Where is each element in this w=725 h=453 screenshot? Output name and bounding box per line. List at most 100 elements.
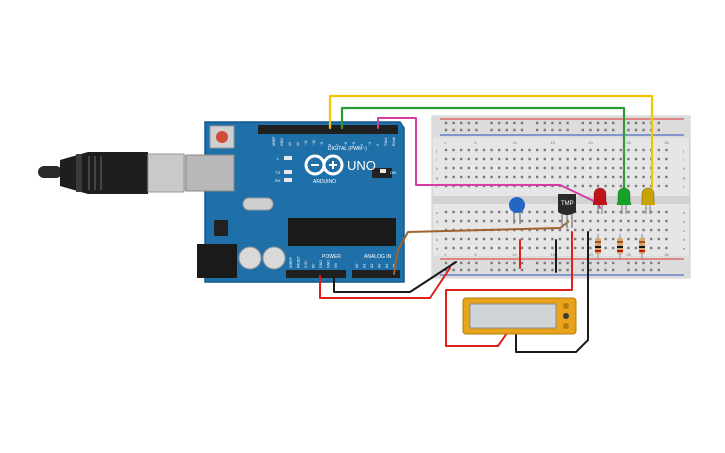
lcd-pin-2	[563, 313, 569, 319]
arduino-uno-board[interactable]: UNO ARDUINO DIGITAL (PWM~) POWER ANALOG …	[185, 121, 405, 283]
row-letter: j	[435, 148, 437, 153]
row-letter: d	[683, 219, 685, 224]
wire-magenta-1	[377, 117, 561, 186]
reset-button-cap[interactable]	[216, 131, 228, 143]
resistors	[595, 234, 645, 260]
rx-led	[284, 178, 292, 182]
power-header[interactable]	[286, 270, 346, 278]
pin-label: IOREF	[289, 256, 293, 268]
power-label: POWER	[322, 254, 341, 260]
pin-label: RX◂0	[392, 137, 396, 146]
ceramic-capacitor[interactable]	[509, 197, 525, 224]
l-led	[284, 156, 292, 160]
l-label: L	[277, 156, 280, 161]
row-letter: g	[683, 175, 685, 180]
digital-label: DIGITAL (PWM~)	[328, 146, 367, 152]
breadboard-holes	[444, 121, 668, 272]
pin-label: A3	[378, 264, 382, 268]
row-letter: f	[436, 184, 438, 189]
on-led	[380, 169, 386, 173]
pin-label: GND	[319, 260, 323, 268]
row-letter: h	[683, 166, 685, 171]
wire-green	[340, 106, 626, 190]
column-number: 10	[512, 252, 517, 257]
row-letter: h	[436, 166, 438, 171]
row-letter: f	[683, 184, 685, 189]
yellow-led[interactable]	[641, 187, 655, 214]
analog-label: ANALOG IN	[364, 254, 392, 260]
analog-header[interactable]	[352, 270, 400, 278]
green-led[interactable]	[617, 187, 631, 214]
resistor-2	[617, 234, 623, 260]
pin-label: A2	[370, 264, 374, 268]
column-number: 20	[588, 140, 593, 145]
column-number: 30	[664, 252, 669, 257]
pin-label: Vin	[334, 263, 338, 268]
pin-label: ~9	[320, 142, 324, 146]
capacitor-2	[262, 246, 286, 270]
wire-yellow	[328, 94, 654, 190]
pin-label: ~5	[352, 142, 356, 146]
pin-label: A0	[355, 264, 359, 268]
pin-label: 12	[296, 142, 300, 146]
red-led[interactable]	[593, 187, 607, 214]
resistor-1	[595, 234, 601, 260]
pin-label: 7	[336, 144, 340, 146]
column-number: 15	[550, 140, 555, 145]
pin-label: GND	[327, 260, 331, 268]
pin-label: 4	[360, 144, 364, 146]
column-number: 25	[626, 252, 631, 257]
pin-label: ~6	[344, 142, 348, 146]
wire-black-gnd	[333, 261, 457, 293]
arduino-logo	[304, 154, 344, 176]
rx-label: RX	[275, 178, 281, 183]
row-letter: a	[683, 246, 686, 251]
row-letter: a	[436, 246, 439, 251]
pin-label: GND	[280, 138, 284, 146]
pin-label: ~11	[304, 140, 308, 146]
pin-label: 5V	[312, 263, 316, 268]
on-label: ON	[390, 170, 396, 175]
sensor-label: TMP	[561, 201, 574, 207]
pin-label: 8	[328, 144, 332, 146]
temperature-sensor[interactable]: TMP	[558, 194, 576, 228]
row-letter: b	[436, 237, 439, 242]
digital-header[interactable]	[258, 125, 398, 134]
pin-label: 3.3V	[304, 260, 308, 268]
row-letter: g	[436, 175, 438, 180]
wire-red-lcd	[445, 231, 573, 347]
column-number: 1	[444, 252, 447, 257]
pin-label: ~3	[368, 142, 372, 146]
lcd-pin-3	[563, 323, 569, 329]
pin-label: 2	[376, 144, 380, 146]
atmega-chip	[288, 218, 396, 246]
pin-label: RESET	[297, 255, 301, 268]
leds[interactable]	[593, 187, 655, 214]
tx-led	[284, 170, 292, 174]
pin-label: A4	[385, 264, 389, 268]
model-label: UNO	[347, 158, 376, 173]
pin-label: A1	[363, 264, 367, 268]
pin-label: 13	[288, 142, 292, 146]
column-number: 30	[664, 140, 669, 145]
regulator	[214, 220, 228, 236]
column-number: 10	[512, 140, 517, 145]
column-number: 5	[474, 140, 477, 145]
power-jack	[197, 244, 237, 278]
column-number: 15	[550, 252, 555, 257]
row-letter: e	[683, 210, 686, 215]
lcd-pin-1	[563, 303, 569, 309]
brand-label: ARDUINO	[313, 179, 336, 185]
pin-label: TX▸1	[384, 138, 388, 146]
usb-jack	[185, 154, 235, 192]
row-letter: i	[436, 157, 437, 162]
lcd-display[interactable]	[462, 297, 577, 335]
row-letter: c	[683, 228, 685, 233]
row-letter: j	[682, 148, 684, 153]
row-letter: e	[436, 210, 439, 215]
column-number: 5	[474, 252, 477, 257]
pin-label: AREF	[272, 136, 276, 146]
lcd-screen	[469, 303, 557, 329]
